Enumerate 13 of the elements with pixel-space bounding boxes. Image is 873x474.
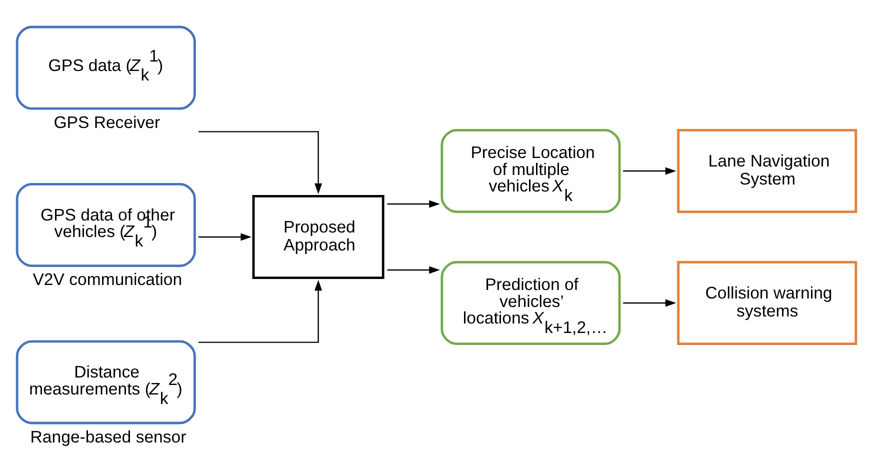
arrow <box>623 167 676 175</box>
arrow <box>198 131 322 194</box>
arrow <box>387 200 440 208</box>
arrow <box>198 280 322 343</box>
arrow <box>387 266 440 274</box>
node-label: Range-based sensor <box>30 427 186 446</box>
node-box: Lane Navigation System <box>677 129 858 213</box>
node-label: GPS Receiver <box>54 113 160 132</box>
node-box: Proposed Approach <box>252 195 384 279</box>
node-box: Collision warning systems <box>677 261 858 345</box>
node-label: V2V communication <box>32 270 182 290</box>
arrow <box>623 299 676 307</box>
arrow <box>198 233 252 241</box>
